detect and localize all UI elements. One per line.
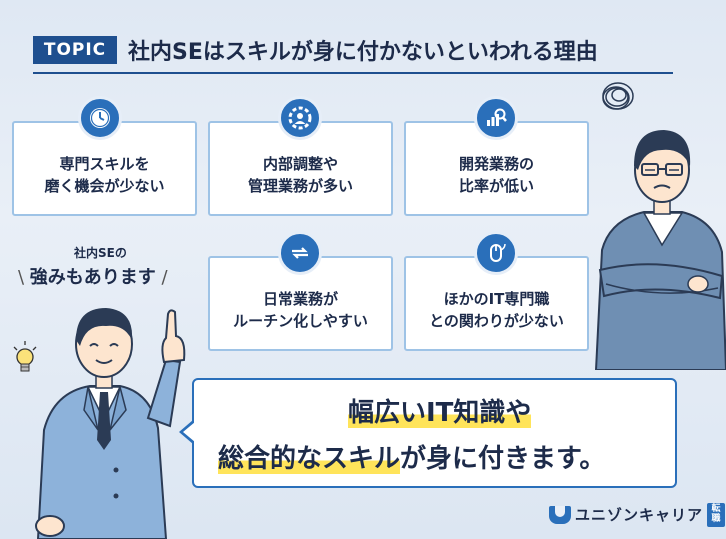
page-title: 社内SEはスキルが身に付かないといわれる理由 [128, 40, 598, 65]
worried-man-illustration [594, 82, 726, 370]
title-divider [33, 72, 673, 74]
card-line: 比率が低い [458, 176, 534, 195]
message-line-1: 幅広いIT知識や [348, 392, 532, 429]
strength-caption-text: 強みもあります [29, 267, 156, 288]
card-line: 内部調整や [262, 154, 338, 173]
chart-magnifier-icon [474, 96, 518, 140]
brand-logo: ユニゾンキャリア 転職 [549, 503, 726, 527]
strength-caption-small: 社内SEの [74, 246, 127, 260]
gear-person-icon [278, 96, 322, 140]
card-line: 開発業務の [458, 154, 534, 173]
smiling-man-illustration [35, 308, 186, 539]
decor-dash: / [155, 267, 168, 288]
card-line: 日常業務が [262, 289, 338, 308]
message-text: が身に付きます。 [400, 444, 606, 474]
stress-scribble-icon [602, 82, 634, 110]
card-line: 磨く機会が少ない [44, 176, 165, 195]
card-line: 専門スキルを [59, 154, 150, 173]
highlighted-text: 総合的なスキル [218, 444, 401, 474]
card-line: 管理業務が多い [247, 176, 353, 195]
decor-dash: \ [18, 267, 30, 288]
card-line: ほかのIT専門職 [443, 289, 550, 308]
topic-badge: TOPIC [33, 36, 117, 64]
strength-caption: \ 強みもあります / [18, 263, 168, 289]
mouse-icon [474, 231, 518, 275]
logo-tag: 転職 [707, 503, 726, 527]
clock-icon [78, 96, 122, 140]
message-line-2: 総合的なスキルが身に付きます。 [218, 438, 605, 475]
card-line: との関わりが少ない [429, 311, 564, 330]
highlighted-text: 幅広いIT知識や [348, 398, 532, 428]
card-line: ルーチン化しやすい [233, 311, 368, 330]
refresh-arrows-icon [278, 231, 322, 275]
logo-mark-icon [549, 505, 571, 524]
logo-text: ユニゾンキャリア [575, 506, 704, 525]
speech-tail-inner [183, 422, 195, 442]
reason-card-routine-work: 日常業務が ルーチン化しやすい [208, 256, 393, 351]
lightbulb-icon [13, 341, 37, 372]
conclusion-message-box: 幅広いIT知識や 総合的なスキルが身に付きます。 [179, 378, 677, 488]
